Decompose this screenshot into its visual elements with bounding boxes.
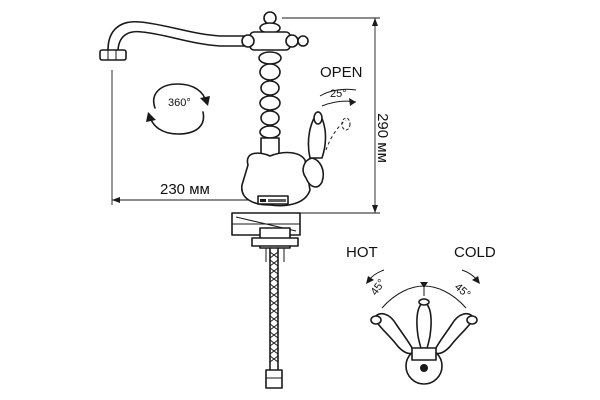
open-angle-label: 25° bbox=[330, 88, 347, 100]
side-lever-handle bbox=[302, 111, 351, 188]
cold-label: COLD bbox=[454, 244, 496, 261]
countertop-section bbox=[231, 212, 301, 262]
rotation-indicator: 360° bbox=[146, 83, 210, 135]
supply-hose bbox=[265, 247, 283, 389]
faucet-column bbox=[241, 11, 311, 207]
height-dimension-label: 290 мм bbox=[374, 113, 391, 163]
open-label: OPEN bbox=[320, 64, 363, 81]
rotation-label: 360° bbox=[168, 97, 191, 109]
width-dimension-label: 230 мм bbox=[160, 181, 210, 198]
handle-cold-position bbox=[433, 312, 478, 355]
faucet-spout bbox=[99, 21, 259, 61]
open-indicator: OPEN 25° bbox=[319, 64, 363, 107]
handle-hot-position bbox=[370, 312, 415, 355]
hot-label: HOT bbox=[346, 244, 378, 261]
temperature-detail: HOT COLD 45° 45° bbox=[346, 244, 496, 385]
handle-center-position bbox=[416, 298, 432, 355]
